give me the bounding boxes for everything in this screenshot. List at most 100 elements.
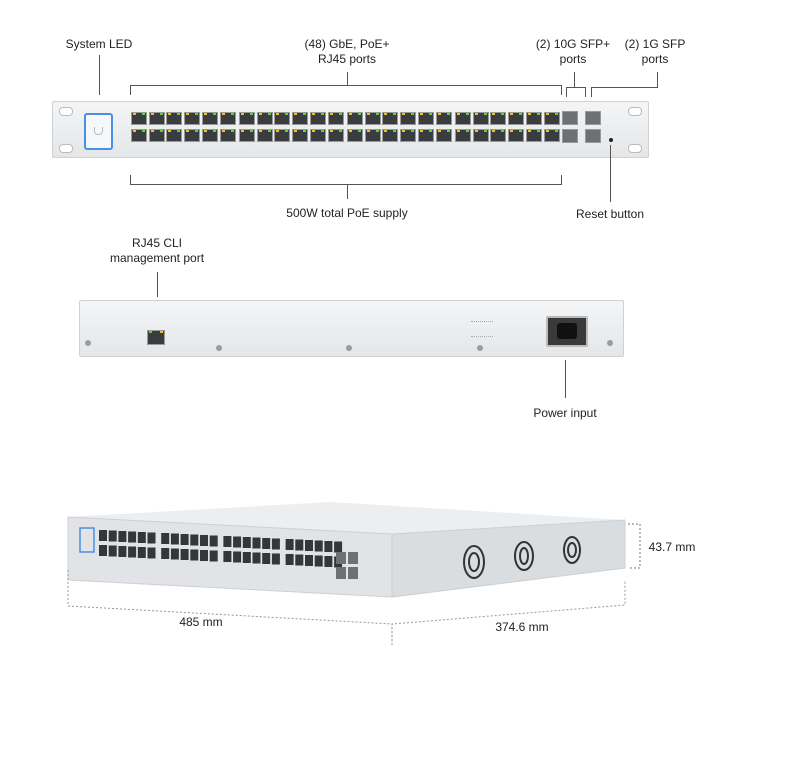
sfp-plus-port[interactable] bbox=[562, 129, 578, 143]
rj45-port[interactable] bbox=[472, 112, 489, 125]
fan-icon bbox=[468, 552, 480, 572]
rj45-port[interactable] bbox=[256, 129, 273, 142]
rj45-port[interactable] bbox=[347, 129, 363, 142]
side-face bbox=[391, 519, 626, 598]
rj45-port[interactable] bbox=[508, 112, 525, 125]
rj45-port[interactable] bbox=[201, 129, 218, 142]
rear-panel bbox=[79, 300, 624, 357]
rj45-port bbox=[137, 547, 146, 558]
screw bbox=[216, 345, 222, 351]
rj45-port bbox=[314, 555, 323, 567]
rj45-port bbox=[223, 536, 232, 547]
reset-button-label: Reset button bbox=[575, 207, 645, 221]
rj45-port[interactable] bbox=[201, 112, 218, 125]
rj45-port[interactable] bbox=[508, 129, 525, 142]
depth-label: 374.6 mm bbox=[495, 620, 549, 634]
rj45-port[interactable] bbox=[166, 112, 183, 125]
rj45-port[interactable] bbox=[166, 129, 183, 142]
rj45-port[interactable] bbox=[455, 129, 471, 142]
top-surface bbox=[68, 502, 625, 534]
rj45-port[interactable] bbox=[184, 129, 201, 142]
power-socket-icon bbox=[557, 323, 577, 339]
rj45-port[interactable] bbox=[184, 112, 201, 125]
label-line: (2) 10G SFP+ bbox=[535, 37, 611, 51]
rj45-port[interactable] bbox=[327, 129, 344, 142]
rj45-ports-label: (48) GbE, PoE+RJ45 ports bbox=[304, 37, 389, 67]
poe-supply-label: 500W total PoE supply bbox=[286, 206, 408, 220]
rj45-port[interactable] bbox=[472, 129, 489, 142]
label-line: ports bbox=[641, 52, 669, 66]
rj45-port[interactable] bbox=[525, 129, 542, 142]
sfp-plus-port[interactable] bbox=[562, 111, 578, 125]
rj45-port[interactable] bbox=[256, 112, 273, 125]
rj45-port bbox=[180, 549, 189, 560]
rj45-port bbox=[180, 534, 189, 545]
leader-line bbox=[574, 72, 575, 87]
rj45-port bbox=[285, 554, 294, 565]
rj45-port bbox=[314, 540, 323, 552]
rj45-port[interactable] bbox=[347, 112, 363, 125]
rj45-port[interactable] bbox=[131, 112, 147, 125]
rj45-port bbox=[223, 551, 232, 562]
system-led bbox=[79, 527, 95, 553]
console-port[interactable] bbox=[147, 330, 165, 345]
fan-icon bbox=[463, 545, 485, 579]
rj45-port[interactable] bbox=[292, 112, 309, 125]
reset-button[interactable] bbox=[609, 138, 613, 142]
rj45-port bbox=[262, 553, 271, 564]
width-dimension bbox=[67, 570, 393, 645]
rj45-port[interactable] bbox=[525, 112, 542, 125]
rj45-port[interactable] bbox=[400, 129, 417, 142]
rj45-port[interactable] bbox=[490, 112, 507, 125]
rj45-port bbox=[128, 531, 137, 543]
rj45-port bbox=[271, 553, 280, 565]
label-line: (2) 1G SFP bbox=[624, 37, 686, 51]
height-label: 43.7 mm bbox=[648, 540, 696, 554]
rj45-port[interactable] bbox=[274, 112, 291, 125]
rj45-port bbox=[262, 538, 271, 549]
rj45-port bbox=[99, 530, 107, 541]
rj45-port bbox=[170, 548, 179, 560]
rj45-port[interactable] bbox=[417, 112, 434, 125]
leader-line bbox=[610, 145, 611, 202]
rj45-port bbox=[233, 536, 242, 548]
rj45-port[interactable] bbox=[382, 129, 399, 142]
rj45-port[interactable] bbox=[239, 112, 255, 125]
rj45-port[interactable] bbox=[364, 129, 381, 142]
rj45-port[interactable] bbox=[364, 112, 381, 125]
rj45-port[interactable] bbox=[274, 129, 291, 142]
rj45-port[interactable] bbox=[292, 129, 309, 142]
rj45-port[interactable] bbox=[382, 112, 399, 125]
rj45-port[interactable] bbox=[219, 112, 236, 125]
rj45-port[interactable] bbox=[219, 129, 236, 142]
rj45-port[interactable] bbox=[148, 112, 165, 125]
leader-line bbox=[157, 272, 158, 297]
rj45-port[interactable] bbox=[309, 112, 326, 125]
power-inlet[interactable] bbox=[546, 316, 588, 347]
rj45-port[interactable] bbox=[417, 129, 434, 142]
sfp-port[interactable] bbox=[585, 111, 601, 125]
rj45-port[interactable] bbox=[455, 112, 471, 125]
sfp-port bbox=[336, 552, 346, 564]
rj45-port[interactable] bbox=[148, 129, 165, 142]
rj45-port[interactable] bbox=[309, 129, 326, 142]
sfp-port[interactable] bbox=[585, 129, 601, 143]
rj45-port bbox=[209, 535, 218, 547]
rj45-port[interactable] bbox=[543, 129, 560, 142]
rj45-port bbox=[147, 532, 156, 544]
leader-line bbox=[99, 55, 100, 95]
fan-icon bbox=[519, 547, 529, 565]
rj45-port[interactable] bbox=[239, 129, 255, 142]
rj45-port bbox=[233, 551, 242, 563]
poe-bracket bbox=[130, 175, 562, 185]
rj45-port[interactable] bbox=[543, 112, 560, 125]
rj45-port[interactable] bbox=[400, 112, 417, 125]
mount-hole bbox=[59, 107, 73, 116]
mount-hole bbox=[628, 107, 642, 116]
rj45-port[interactable] bbox=[327, 112, 344, 125]
rj45-port[interactable] bbox=[131, 129, 147, 142]
rj45-port[interactable] bbox=[435, 112, 452, 125]
rj45-port[interactable] bbox=[490, 129, 507, 142]
sfp-plus-bracket bbox=[566, 87, 586, 97]
rj45-port[interactable] bbox=[435, 129, 452, 142]
